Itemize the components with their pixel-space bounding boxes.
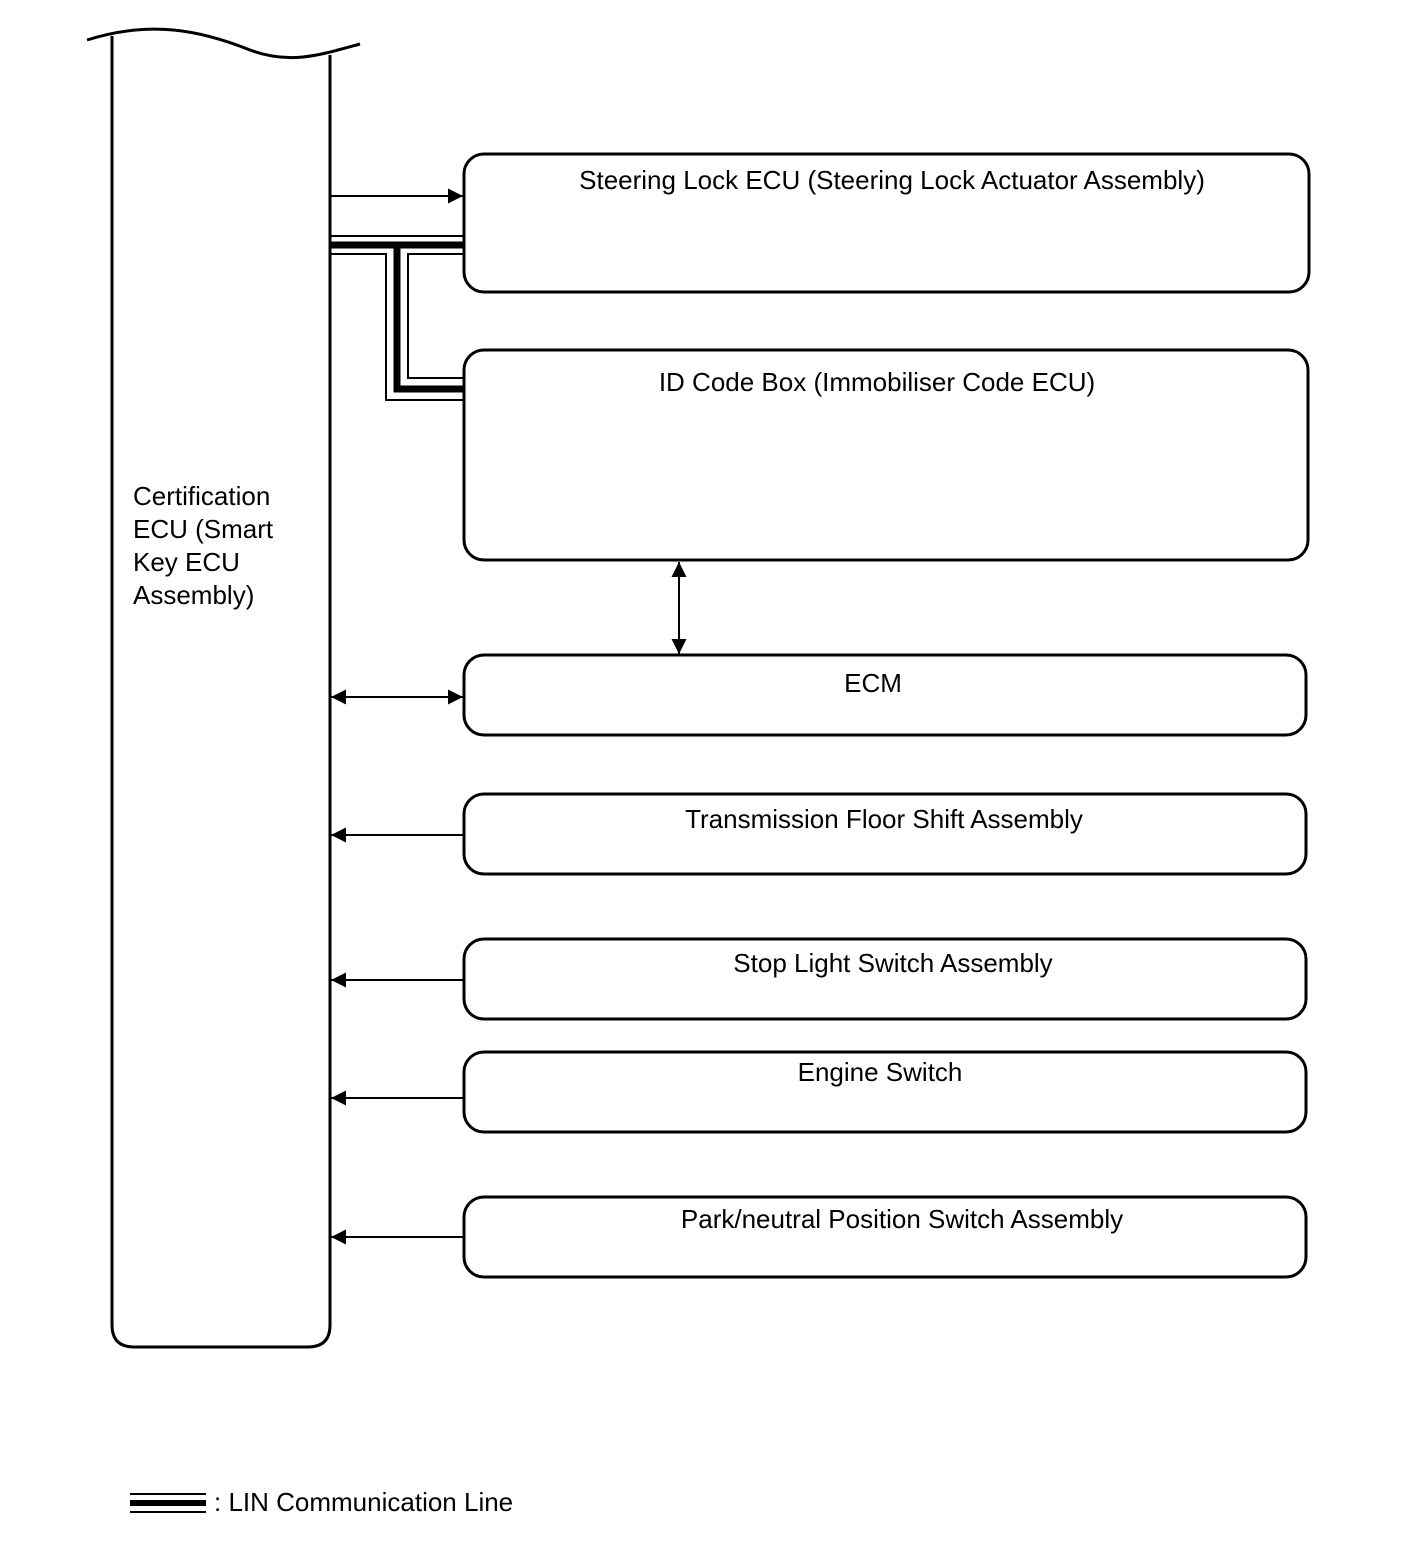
steering-lock-ecu-label: Steering Lock ECU (Steering Lock Actuato… [579, 165, 1205, 195]
certification-ecu-line-2: ECU (Smart [133, 514, 274, 544]
ecm-label: ECM [844, 668, 902, 698]
legend-label: : LIN Communication Line [214, 1487, 514, 1517]
park-neutral-switch-label: Park/neutral Position Switch Assembly [680, 1204, 1124, 1234]
engine-switch-box [462, 1050, 1308, 1134]
certification-ecu-label: Certification ECU (Smart Key ECU Assembl… [133, 480, 303, 612]
legend-lin-symbol [130, 1493, 206, 1513]
steering-lock-ecu-box [462, 152, 1311, 294]
id-code-box-box [462, 348, 1310, 562]
id-code-box-label: ID Code Box (Immobiliser Code ECU) [658, 367, 1096, 397]
certification-ecu-line-3: Key ECU [133, 547, 240, 577]
break-line [86, 27, 361, 60]
ecm-box [462, 653, 1308, 737]
certification-ecu-line-4: Assembly) [133, 580, 255, 610]
lin-communication-line [331, 235, 464, 401]
certification-ecu-line-1: Certification [133, 481, 271, 511]
engine-switch-label: Engine Switch [797, 1057, 963, 1087]
stop-light-switch-label: Stop Light Switch Assembly [733, 948, 1053, 978]
certification-ecu-box [110, 36, 332, 1349]
transmission-floor-shift-label: Transmission Floor Shift Assembly [685, 804, 1083, 834]
